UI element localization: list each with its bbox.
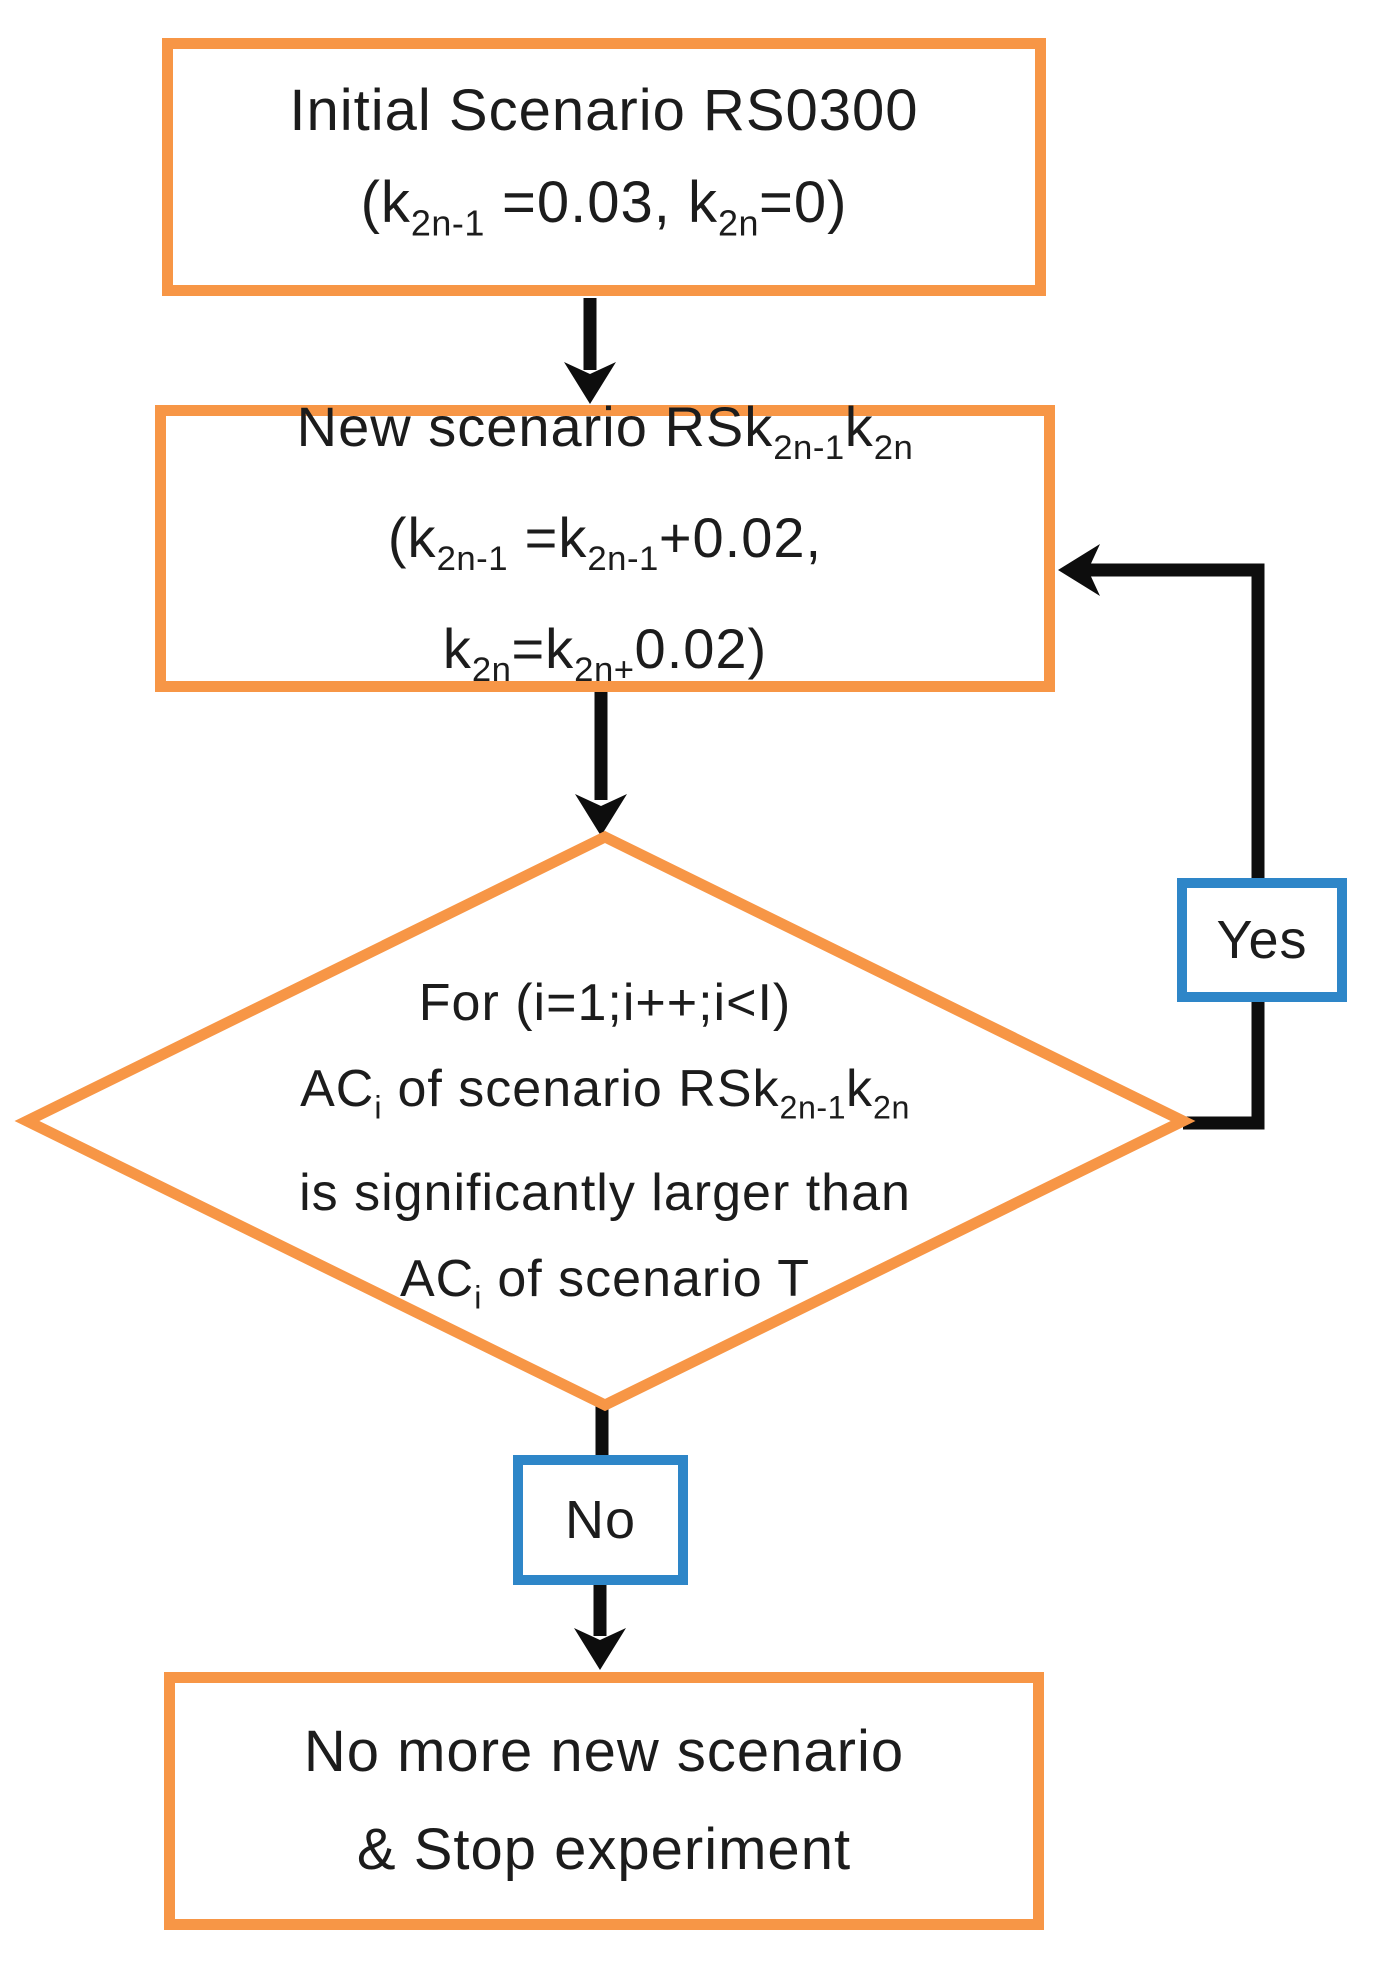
initial-scenario-line-2: (k2n-1 =0.03, k2n=0) <box>360 169 848 244</box>
arrow-no-to-stop <box>574 1583 626 1670</box>
decision-line-2: ACi of scenario RSk2n-1k2n <box>300 1060 910 1126</box>
node-stop-experiment: No more new scenario & Stop experiment <box>164 1672 1044 1930</box>
stop-line-1: No more new scenario <box>303 1719 905 1784</box>
decision-line-4: ACi of scenario T <box>399 1250 810 1316</box>
new-scenario-line-1: New scenario RSk2n-1k2n <box>296 394 914 467</box>
label-no: No <box>513 1455 688 1585</box>
arrow-initial-to-new <box>564 298 616 404</box>
arrow-new-to-decision <box>575 690 627 836</box>
yes-label-text: Yes <box>1216 910 1308 970</box>
new-scenario-line-2: (k2n-1 =k2n-1+0.02, <box>387 505 823 579</box>
new-scenario-line-3: k2n=k2n+0.02) <box>442 617 768 690</box>
stop-line-2: & Stop experiment <box>356 1817 852 1882</box>
initial-scenario-line-1: Initial Scenario RS0300 <box>289 77 919 143</box>
decision-diamond-text: For (i=1;i++;i<I) ACi of scenario RSk2n-… <box>27 960 1183 1341</box>
decision-line-1: For (i=1;i++;i<I) <box>418 974 792 1032</box>
label-yes: Yes <box>1177 878 1347 1002</box>
decision-diamond-shape <box>14 830 1196 1412</box>
decision-line-3: is significantly larger than <box>299 1164 911 1223</box>
no-label-text: No <box>564 1490 637 1550</box>
node-new-scenario: New scenario RSk2n-1k2n (k2n-1 =k2n-1+0.… <box>155 395 1055 692</box>
loop-yes-connector <box>1058 544 1265 1130</box>
node-initial-scenario: Initial Scenario RS0300 (k2n-1 =0.03, k2… <box>162 38 1046 296</box>
